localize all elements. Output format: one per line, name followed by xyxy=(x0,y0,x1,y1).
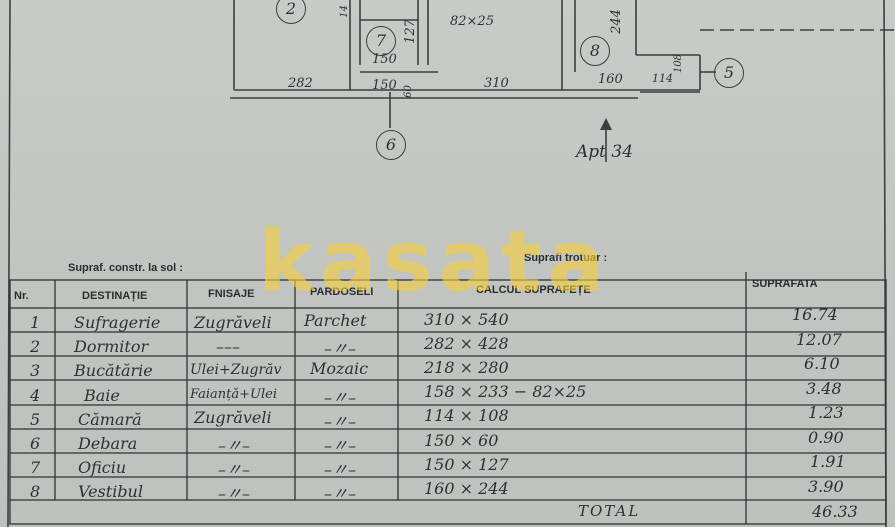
row-calculation: 158 × 233 − 82×25 xyxy=(424,382,587,401)
total-label: TOTAL xyxy=(578,502,641,520)
row-destination: Baie xyxy=(84,386,120,405)
built-area-label: Supraf. constr. la sol : xyxy=(68,262,183,274)
row-area: 3.90 xyxy=(808,477,844,496)
header-area: SUPRAFATA xyxy=(752,278,818,290)
dimension-108: 108 xyxy=(673,53,685,74)
row-area: 3.48 xyxy=(806,379,842,398)
dimension-82x25: 82×25 xyxy=(450,14,494,29)
row-destination: Vestibul xyxy=(78,482,143,501)
row-flooring: –〃– xyxy=(324,388,357,407)
row-destination: Cămară xyxy=(78,410,142,429)
room-marker-8: 8 xyxy=(580,36,610,66)
row-area: 1.23 xyxy=(808,403,844,422)
sidewalk-area-label: Suprafi trotuar : xyxy=(524,252,608,264)
row-flooring: –〃– xyxy=(324,484,357,503)
row-finish: –〃– xyxy=(218,436,251,455)
row-calculation: 114 × 108 xyxy=(424,406,509,425)
row-finish: –〃– xyxy=(218,484,251,503)
row-number: 4 xyxy=(30,386,41,405)
total-value: 46.33 xyxy=(812,502,858,521)
dimension-14: 14 xyxy=(338,5,350,18)
apartment-label: Apt 34 xyxy=(576,142,634,162)
row-flooring: Parchet xyxy=(304,311,367,330)
row-number: 8 xyxy=(30,482,41,501)
row-number: 3 xyxy=(30,361,41,380)
row-calculation: 150 × 127 xyxy=(424,455,509,474)
row-finish: –〃– xyxy=(218,460,251,479)
row-area: 6.10 xyxy=(804,354,840,373)
dimension-114: 114 xyxy=(652,72,673,85)
header-destination: DESTINAȚIE xyxy=(82,290,148,302)
row-calculation: 310 × 540 xyxy=(424,310,509,329)
row-number: 5 xyxy=(30,410,41,429)
header-area-calculation: CALCUL SUPRAFEȚE xyxy=(476,284,591,296)
row-number: 6 xyxy=(30,434,41,453)
row-finish: Zugrăveli xyxy=(194,408,272,427)
row-number: 7 xyxy=(30,458,41,477)
row-number: 2 xyxy=(30,337,41,356)
dimension-60: 60 xyxy=(402,85,414,98)
row-destination: Oficiu xyxy=(78,458,127,477)
row-area: 16.74 xyxy=(792,305,838,324)
room-marker-6: 6 xyxy=(376,130,406,160)
row-calculation: 218 × 280 xyxy=(424,358,509,377)
row-finish: Ulei+Zugrăv xyxy=(190,362,282,378)
dimension-160: 160 xyxy=(598,72,623,87)
kasata-watermark: kasata xyxy=(258,212,611,310)
dimension-150-top: 150 xyxy=(372,52,397,67)
row-flooring: –〃– xyxy=(324,412,357,431)
dimension-282: 282 xyxy=(288,76,313,91)
row-finish: Zugrăveli xyxy=(194,313,272,332)
header-finishes: FNISAJE xyxy=(208,288,255,300)
row-area: 12.07 xyxy=(796,330,842,349)
row-number: 1 xyxy=(30,313,41,332)
row-destination: Debara xyxy=(78,434,138,453)
dimension-150-bottom: 150 xyxy=(372,78,397,93)
header-nr: Nr. xyxy=(14,290,29,302)
row-destination: Sufragerie xyxy=(74,313,161,332)
row-calculation: 150 × 60 xyxy=(424,431,499,450)
row-area: 0.90 xyxy=(808,428,844,447)
room-marker-5: 5 xyxy=(714,58,744,88)
dimension-127: 127 xyxy=(402,19,418,44)
header-flooring: PARDOSELI xyxy=(310,286,374,298)
row-finish: ––– xyxy=(216,337,240,356)
row-calculation: 282 × 428 xyxy=(424,334,509,353)
row-area: 1.91 xyxy=(810,452,846,471)
row-flooring: Mozaic xyxy=(310,359,369,378)
room-marker-2: 2 xyxy=(276,0,306,24)
dimension-244: 244 xyxy=(608,9,624,34)
row-destination: Bucătărie xyxy=(74,361,153,380)
row-finish: Faianță+Ulei xyxy=(190,387,278,402)
row-flooring: –〃– xyxy=(324,339,357,358)
row-flooring: –〃– xyxy=(324,436,357,455)
row-calculation: 160 × 244 xyxy=(424,479,509,498)
room-marker-7: 7 xyxy=(366,26,396,56)
row-destination: Dormitor xyxy=(74,337,149,356)
dimension-310: 310 xyxy=(484,76,509,91)
row-flooring: –〃– xyxy=(324,460,357,479)
